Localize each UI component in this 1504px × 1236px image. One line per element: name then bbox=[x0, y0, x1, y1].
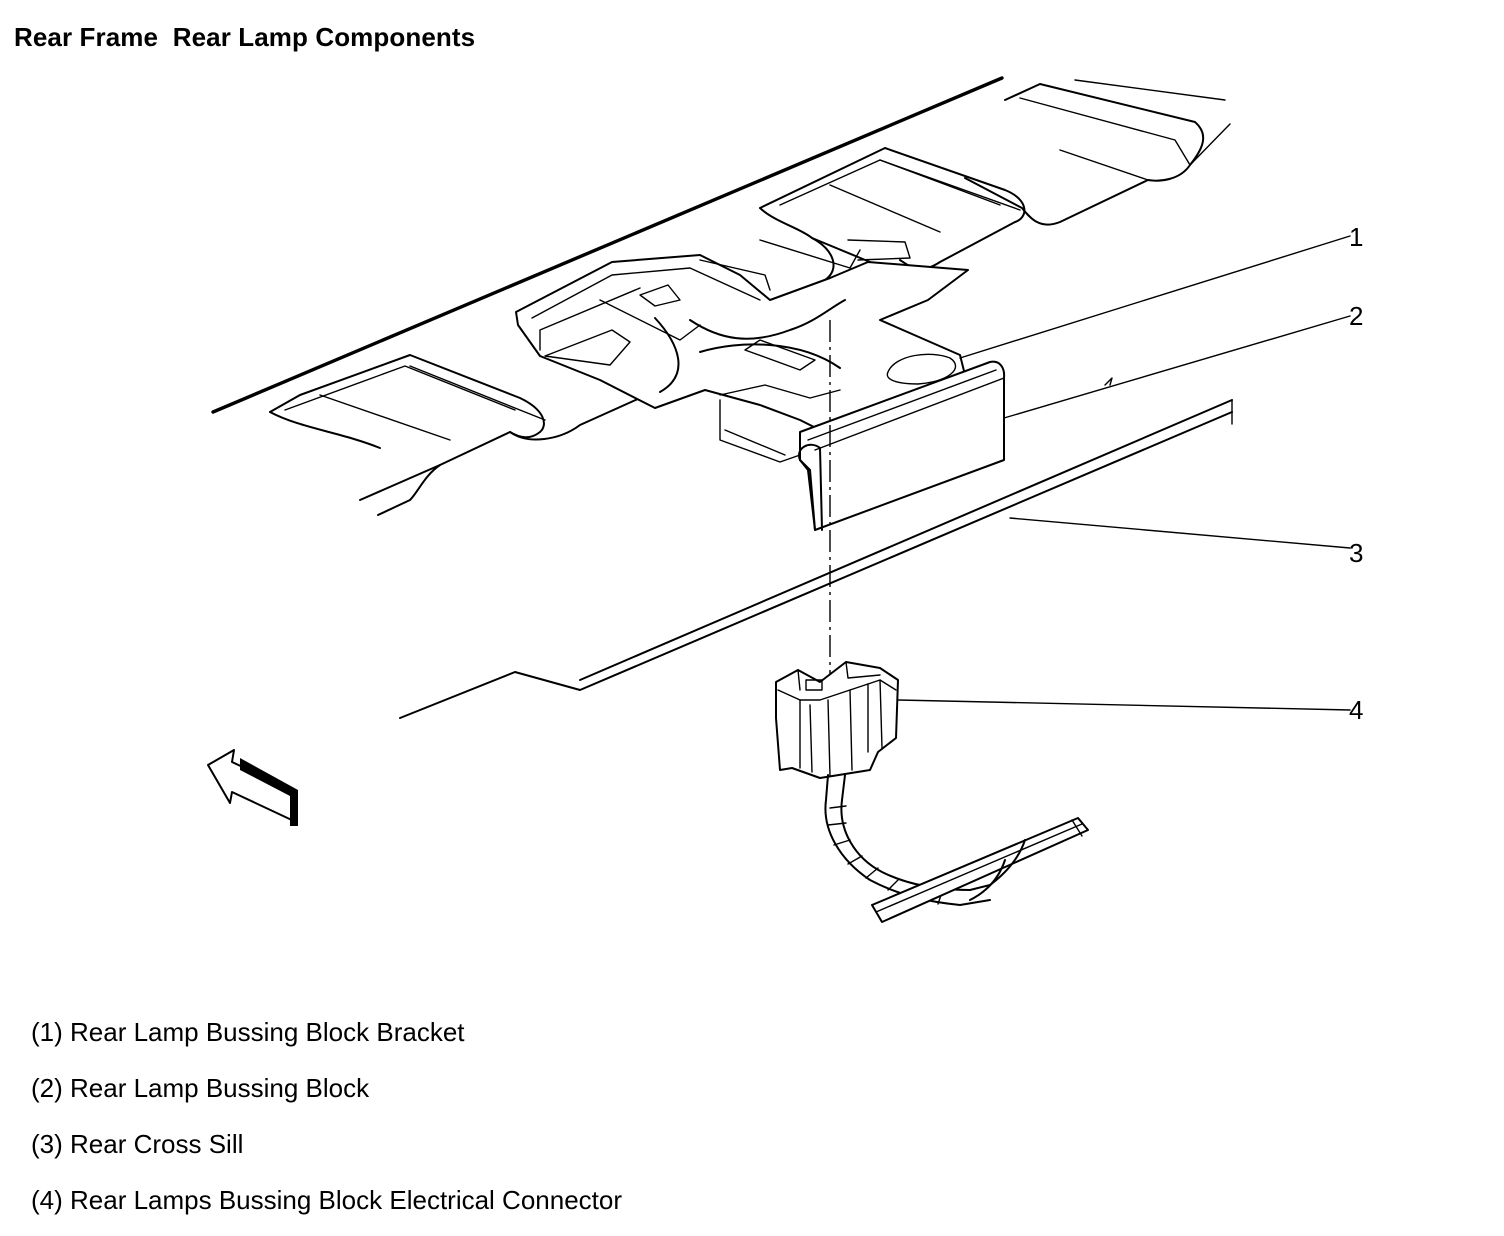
callout-leaders bbox=[897, 235, 1351, 711]
rear-lamp-bussing-block-bracket bbox=[515, 239, 969, 463]
leader-line-2 bbox=[1003, 315, 1351, 419]
rear-lamps-bussing-block-electrical-connector bbox=[775, 661, 1089, 923]
legend-item-1: (1) Rear Lamp Bussing Block Bracket bbox=[31, 1017, 465, 1047]
callout-4: 4 bbox=[1349, 695, 1363, 725]
page-title: Rear Frame Rear Lamp Components bbox=[14, 22, 476, 52]
rear-cross-sill bbox=[399, 377, 1233, 719]
callout-3: 3 bbox=[1349, 538, 1363, 568]
rear-lamp-components-diagram: 1 2 3 4 bbox=[207, 76, 1363, 923]
rear-lamp-bussing-block bbox=[798, 360, 1006, 531]
leader-line-1 bbox=[959, 235, 1351, 359]
leader-line-4 bbox=[897, 699, 1351, 711]
callout-2: 2 bbox=[1349, 301, 1363, 331]
callout-1: 1 bbox=[1349, 222, 1363, 252]
component-legend: (1) Rear Lamp Bussing Block Bracket (2) … bbox=[31, 1012, 622, 1236]
legend-item-3: (3) Rear Cross Sill bbox=[31, 1129, 244, 1159]
leader-line-3 bbox=[1009, 517, 1351, 549]
front-direction-arrow-icon bbox=[207, 749, 298, 826]
legend-item-4: (4) Rear Lamps Bussing Block Electrical … bbox=[31, 1185, 623, 1215]
legend-item-2: (2) Rear Lamp Bussing Block bbox=[31, 1073, 370, 1103]
